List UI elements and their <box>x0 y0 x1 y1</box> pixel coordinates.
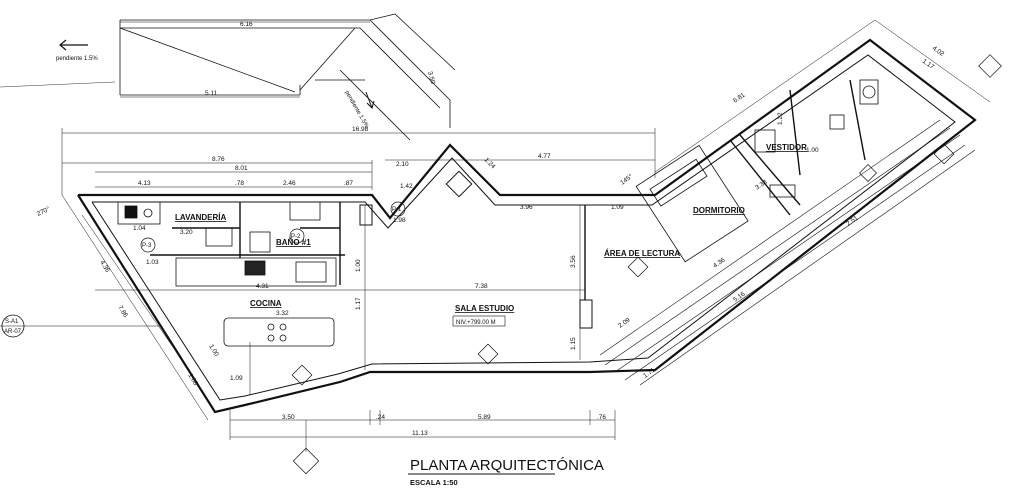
dim-7-86: 7.86 <box>116 304 129 319</box>
right-dimension-lines <box>654 19 991 173</box>
dim-1-22: 1.22 <box>777 112 784 125</box>
slope-label-top-left: pendiente 1.5% <box>56 56 98 62</box>
kitchen-counter <box>175 257 337 287</box>
dim-2-09: 2.09 <box>617 316 632 329</box>
dim-4-36-right: 4.36 <box>712 256 727 269</box>
room-label-cocina: COCINA <box>250 299 282 308</box>
level-tag: NIV.+799.00 M <box>456 320 496 326</box>
drawing-title: PLANTA ARQUITECTÓNICA <box>410 457 604 474</box>
roof-dimension-616: 6.16 <box>120 21 370 28</box>
section-left-bottom-label: AR-07 <box>4 329 22 335</box>
dim-3-50-roof: 3.50 <box>426 71 436 85</box>
dim-7-38: 7.38 <box>475 283 488 290</box>
dim-1-42: 1.42 <box>400 183 413 190</box>
dim-1-00-left: 1.00 <box>207 343 220 358</box>
dim-3-96: 3.96 <box>520 204 533 211</box>
marker-p2: P-2 <box>289 228 305 244</box>
dim-6-81: 6.81 <box>732 91 747 104</box>
dim-0-24: .24 <box>376 414 385 421</box>
dim-2-10: 2.10 <box>396 161 409 168</box>
dim-4-13: 4.13 <box>138 180 151 187</box>
dim-0-76: .76 <box>597 414 606 421</box>
dim-3-20: 3.20 <box>180 229 193 236</box>
dim-16-98: 16.98 <box>352 126 369 133</box>
dim-2-51: 2.51 <box>845 214 860 227</box>
dim-1-09-bottom: 1.09 <box>230 375 243 382</box>
dim-2-46: 2.46 <box>283 180 296 187</box>
dim-4-36-left: 4.36 <box>98 259 111 274</box>
dim-1-98: 1.98 <box>393 217 406 224</box>
marker-p2-label: P-2 <box>291 234 301 240</box>
dim-0-87: .87 <box>344 180 353 187</box>
dim-1-17: 1.17 <box>355 297 362 310</box>
bottom-dimension-lines <box>229 410 616 440</box>
dim-1-09-top: 1.09 <box>611 204 624 211</box>
toilet-master <box>859 79 879 105</box>
marker-p1-label: P-1 <box>392 207 402 213</box>
dim-8-76: 8.76 <box>212 156 225 163</box>
slope-arrow-top-left: pendiente 1.5% <box>0 39 116 88</box>
elevation-marker-bottom <box>291 54 1002 475</box>
room-label-area-lectura: ÁREA DE LECTURA <box>604 249 680 258</box>
building-walls <box>77 38 977 414</box>
drawing-scale: ESCALA 1:50 <box>410 478 458 487</box>
left-dimension-lines <box>61 194 209 421</box>
fixtures <box>117 79 879 347</box>
dim-4-02: 4.02 <box>931 45 946 58</box>
dim-5-11: 5.11 <box>205 90 218 97</box>
angle-270: 270° <box>35 205 51 218</box>
section-left-top-label: S-A1 <box>5 319 19 325</box>
level-tag-box <box>452 315 506 327</box>
dim-11-13: 11.13 <box>412 430 428 437</box>
dim-6-16: 6.16 <box>240 21 253 28</box>
drawing-title-block: PLANTA ARQUITECTÓNICA ESCALA 1:50 <box>408 457 604 487</box>
room-label-vestidor: VESTIDOR <box>766 143 807 152</box>
right-wing-balcony <box>599 119 976 386</box>
slope-arrow-roof: pendiente 1.5% <box>343 90 375 130</box>
marker-p3-label: P-3 <box>142 243 152 249</box>
dim-5-16: 5.16 <box>732 290 747 303</box>
room-label-sala-estudio: SALA ESTUDIO <box>455 304 514 313</box>
dim-1-00-mid: 1.00 <box>355 259 362 272</box>
dim-3-56: 3.56 <box>570 255 577 268</box>
dim-1-24: 1.24 <box>483 156 497 170</box>
dim-1-00-right: 1.00 <box>806 147 819 154</box>
marker-p1: P-1 <box>390 201 406 217</box>
roof-dimension-511: 5.11 <box>120 90 300 98</box>
dim-0-78: .78 <box>235 180 244 187</box>
room-label-dormitorio: DORMITORIO <box>693 206 745 215</box>
dim-8-01: 8.01 <box>235 165 248 172</box>
kitchen-island <box>223 317 335 347</box>
dim-3-32: 3.32 <box>276 310 289 317</box>
dim-5-89: 5.89 <box>478 414 491 421</box>
angle-145: 145° <box>619 172 635 186</box>
bed <box>635 144 749 263</box>
room-label-lavanderia: LAVANDERÍA <box>175 213 226 222</box>
dim-1-17-right: 1.17 <box>921 58 936 71</box>
section-marker-left: S-A1 AR-07 <box>0 314 160 338</box>
dim-1-15: 1.15 <box>570 337 577 350</box>
dim-1-71: 1.71 <box>642 366 657 379</box>
dim-3-38: 3.38 <box>754 178 769 191</box>
toilet <box>205 227 233 247</box>
interior-dimension-lines <box>95 205 585 395</box>
dim-1-03: 1.03 <box>146 259 159 266</box>
roof-outline <box>119 13 456 141</box>
dim-chain-top <box>61 128 656 195</box>
dim-3-50-bottom: 3.50 <box>282 414 295 421</box>
marker-p3: P-3 <box>140 237 156 253</box>
dim-1-04: 1.04 <box>133 225 146 232</box>
dim-4-31: 4.31 <box>256 283 269 290</box>
washing-machine <box>117 201 161 225</box>
dim-4-77: 4.77 <box>538 153 551 160</box>
